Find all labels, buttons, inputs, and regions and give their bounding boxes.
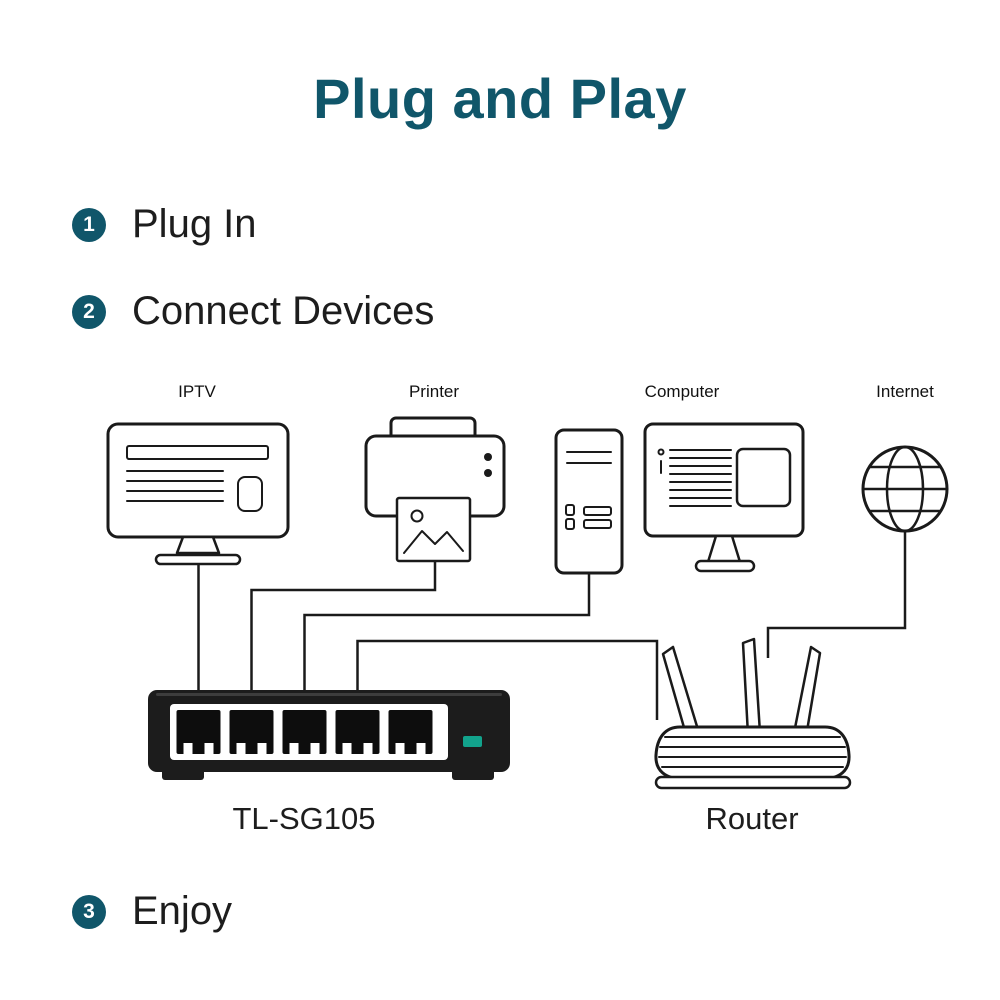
switch-model-label: TL-SG105 xyxy=(232,801,376,836)
ethernet-port-4 xyxy=(335,710,380,754)
computer-monitor-icon xyxy=(643,422,805,573)
router-antenna-right xyxy=(792,645,822,739)
iptv-label: IPTV xyxy=(178,382,216,401)
ethernet-port-2 xyxy=(229,710,274,754)
computer-label: Computer xyxy=(644,382,720,401)
iptv-icon xyxy=(106,422,290,566)
router-icon xyxy=(654,637,852,790)
router-body xyxy=(654,725,851,781)
step-3-badge: 3 xyxy=(72,894,106,929)
internet-label: Internet xyxy=(876,382,934,401)
step-3-label: Enjoy xyxy=(132,889,233,933)
printer-label: Printer xyxy=(408,382,460,401)
cable-computer-to-switch xyxy=(303,568,591,694)
step-1: 1 Plug In xyxy=(72,202,257,247)
router-antenna-middle xyxy=(741,637,762,737)
step-1-number: 1 xyxy=(83,212,95,236)
switch-status-led xyxy=(463,736,482,747)
ethernet-port-1 xyxy=(176,710,221,754)
router-base xyxy=(654,775,852,790)
step-2-number: 2 xyxy=(83,299,95,323)
step-2-badge: 2 xyxy=(72,294,106,329)
printer-icon xyxy=(364,416,506,563)
page-title: Plug and Play xyxy=(313,67,687,130)
internet-globe-icon xyxy=(861,445,949,533)
computer-tower-icon xyxy=(554,428,624,575)
step-3: 3 Enjoy xyxy=(72,889,232,934)
cable-printer-to-switch xyxy=(250,553,437,694)
router-antenna-left xyxy=(661,645,701,740)
step-3-number: 3 xyxy=(83,899,95,923)
step-2-label: Connect Devices xyxy=(132,289,435,333)
ethernet-port-3 xyxy=(282,710,327,754)
router-label: Router xyxy=(705,801,799,836)
step-1-label: Plug In xyxy=(132,202,257,246)
step-2: 2 Connect Devices xyxy=(72,289,434,334)
step-1-badge: 1 xyxy=(72,207,106,242)
switch-icon xyxy=(148,690,510,780)
cable-switch-to-router xyxy=(356,639,659,720)
ethernet-port-5 xyxy=(388,710,433,754)
cable-internet-to-router xyxy=(766,528,907,658)
